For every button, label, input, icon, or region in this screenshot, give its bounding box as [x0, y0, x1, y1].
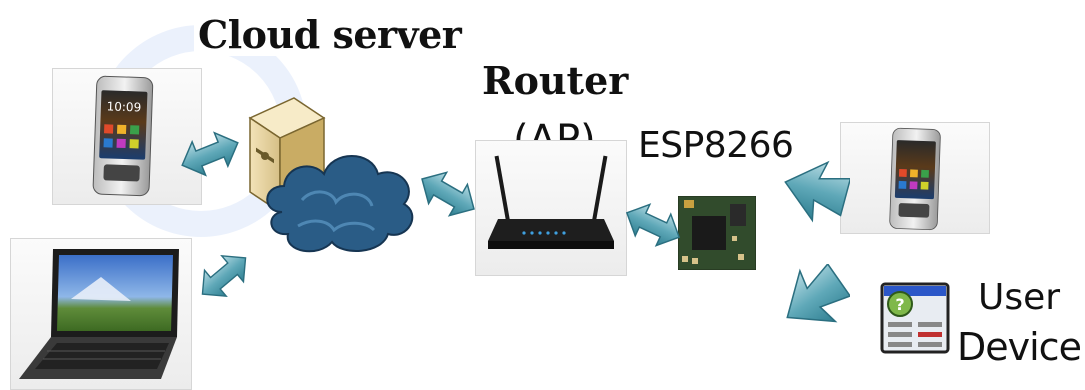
phone-icon: 10:09	[92, 75, 154, 197]
double-arrow-cloud-router	[416, 168, 480, 220]
arrow-icon	[786, 264, 850, 323]
esp8266-label: ESP8266	[638, 125, 794, 166]
phone-card-right	[840, 122, 990, 234]
router-icon	[488, 155, 614, 249]
arrow-icon	[784, 160, 850, 223]
phone-card-left: 10:09	[52, 68, 202, 205]
router-label: Router	[482, 58, 629, 103]
cloud-server-group	[232, 94, 432, 270]
cloud-server-label: Cloud server	[194, 14, 466, 56]
svg-text:?: ?	[895, 295, 904, 314]
double-arrow-icon	[625, 203, 681, 247]
double-arrow-phone-server	[178, 128, 242, 180]
double-arrow-icon	[201, 254, 247, 298]
double-arrow-laptop-cloud	[194, 250, 254, 302]
device-label: Device	[957, 325, 1082, 369]
esp8266-board-icon	[678, 196, 756, 270]
user-label: User	[978, 277, 1061, 318]
cloud-icon	[266, 155, 414, 253]
laptop-icon	[19, 249, 179, 379]
phone-icon	[889, 127, 941, 231]
laptop-card	[10, 238, 192, 390]
router-card	[475, 140, 627, 276]
arrow-user-device-to-esp	[778, 264, 850, 336]
double-arrow-router-esp	[622, 200, 684, 250]
arrow-phone-to-esp	[780, 156, 850, 226]
esp8266-board	[678, 196, 756, 270]
user-device-icon: ?	[880, 282, 950, 354]
double-arrow-icon	[181, 131, 239, 177]
double-arrow-icon	[421, 171, 475, 217]
phone-clock-text: 10:09	[106, 99, 141, 114]
